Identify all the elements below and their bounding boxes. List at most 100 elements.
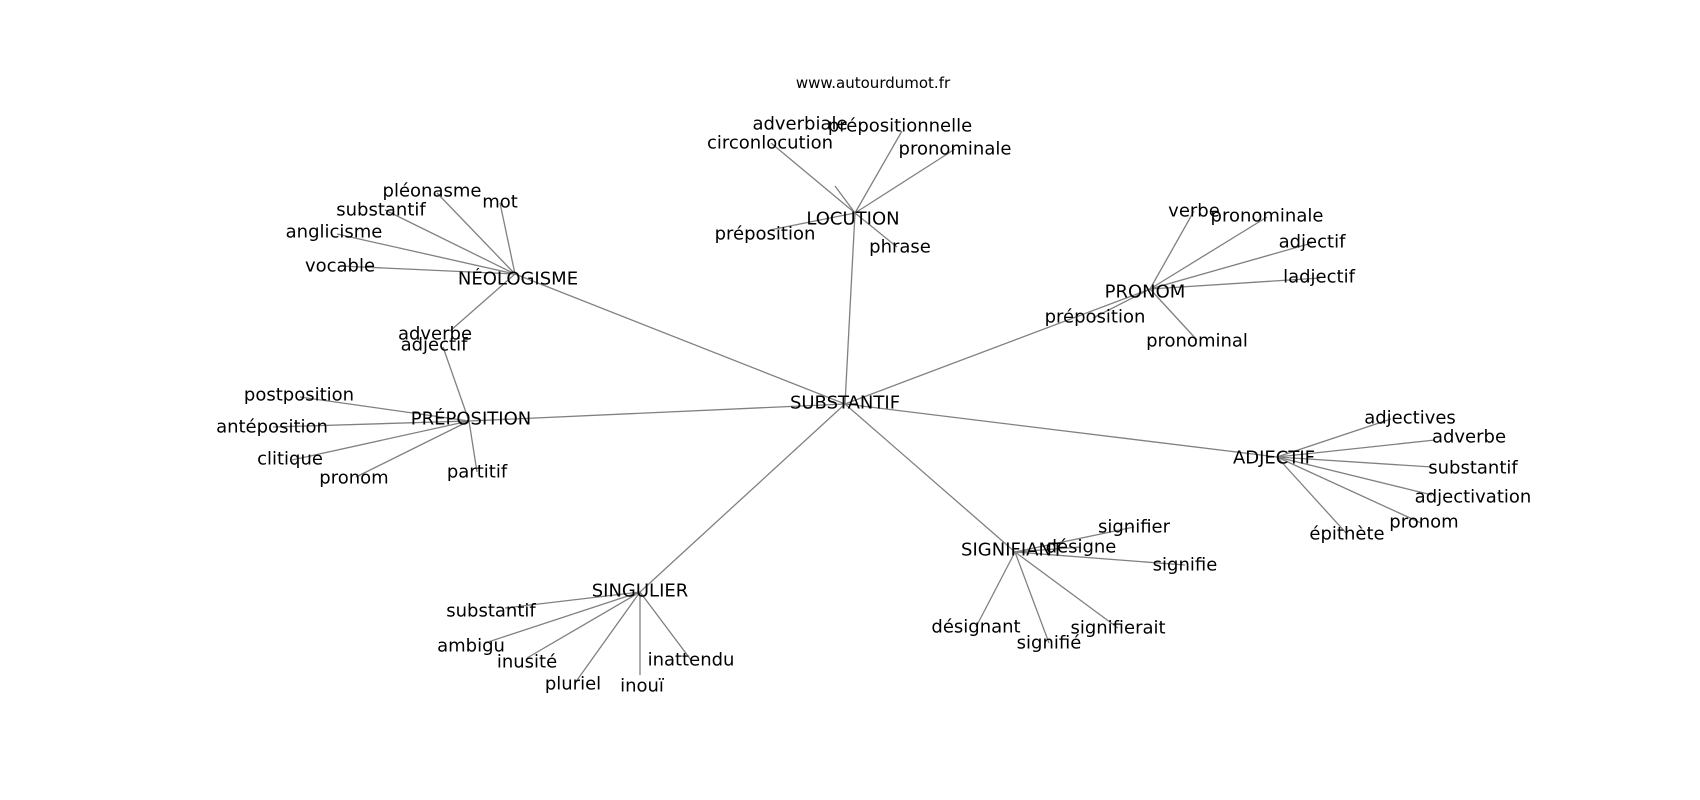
- edge-hub6-leaf0: [504, 591, 641, 609]
- leaf-node: adverbe: [398, 324, 472, 345]
- leaf-node: adverbiale: [752, 114, 847, 135]
- leaf-node: adjectif: [1279, 232, 1346, 253]
- leaf-node: épithète: [1309, 524, 1384, 545]
- edge-hub2-leaf0: [1149, 210, 1195, 290]
- edge-hub6-leaf1: [484, 591, 641, 644]
- leaf-node: signifié: [1017, 633, 1082, 654]
- edge-hub1-leaf5: [449, 273, 516, 332]
- edge-hub6-leaf2: [526, 591, 641, 659]
- leaf-node: préposition: [715, 224, 816, 245]
- edge-hub5-leaf4: [1014, 551, 1050, 644]
- leaf-node: mot: [482, 192, 518, 213]
- graph-nodes: SUBSTANTIF adverbialeprépositionnellecirc…: [216, 114, 1531, 697]
- hub-node: NÉOLOGISME: [458, 268, 578, 290]
- leaf-node: ambigu: [437, 636, 505, 657]
- edge-hub4-leaf2: [1276, 456, 1433, 468]
- edge-hub4-leaf3: [1276, 456, 1433, 496]
- hub-node: ADJECTIF: [1233, 448, 1315, 469]
- hub-node: PRONOM: [1105, 282, 1186, 303]
- leaf-node: circonlocution: [707, 133, 833, 154]
- edge-hub3-leaf3: [291, 420, 470, 461]
- edge-hub0-leaf0: [834, 185, 856, 214]
- edge-hub0-leaf5: [854, 212, 898, 248]
- source-url: www.autourdumot.fr: [796, 74, 951, 92]
- hub-node: SIGNIFIANT: [961, 540, 1064, 561]
- edge-hub6-leaf3: [574, 591, 641, 684]
- edge-hub2-leaf4: [1092, 288, 1151, 319]
- leaf-node: pronominale: [899, 139, 1012, 160]
- leaf-node: adjectivation: [1415, 487, 1532, 508]
- edge-hub5-leaf2: [1014, 551, 1186, 566]
- leaf-node: anglicisme: [286, 222, 383, 243]
- leaf-node: désignant: [931, 617, 1020, 638]
- leaf-node: substantif: [446, 601, 536, 622]
- edge-hub2-leaf1: [1149, 216, 1268, 290]
- edge-center-2: [844, 288, 1151, 405]
- edge-hub5-leaf0: [1014, 526, 1135, 553]
- edge-hub2-leaf5: [1149, 288, 1198, 341]
- hub-node: LOCUTION: [806, 209, 899, 230]
- edge-hub1-leaf0: [436, 192, 516, 275]
- edge-hub0-leaf3: [854, 148, 956, 214]
- leaf-node: désigne: [1046, 537, 1117, 558]
- leaf-node: préposition: [1045, 307, 1146, 328]
- edge-center-1: [514, 273, 846, 405]
- edge-hub3-leaf1: [299, 396, 470, 422]
- leaf-node: inattendu: [648, 650, 735, 671]
- edge-hub2-leaf3: [1149, 277, 1321, 290]
- leaf-node: verbe: [1168, 201, 1220, 222]
- edge-hub5-leaf3: [975, 551, 1016, 628]
- edge-center-4: [844, 403, 1278, 458]
- edge-hub2-leaf2: [1149, 242, 1313, 290]
- edge-hub5-leaf1: [1014, 546, 1082, 553]
- edge-hub3-leaf0: [442, 346, 470, 422]
- edge-center-0: [844, 212, 856, 405]
- leaf-node: signifierait: [1070, 618, 1165, 639]
- edge-hub5-leaf5: [1014, 551, 1119, 629]
- center-node: SUBSTANTIF: [790, 393, 900, 414]
- edge-center-3: [468, 403, 846, 422]
- edge-hub3-leaf4: [355, 420, 470, 478]
- leaf-node: partitif: [447, 462, 508, 483]
- hub-node: SINGULIER: [592, 581, 689, 602]
- leaf-node: adjectives: [1364, 408, 1456, 429]
- leaf-node: pluriel: [545, 674, 601, 695]
- edge-hub4-leaf0: [1276, 418, 1392, 458]
- edge-center-6: [639, 403, 846, 593]
- edge-hub1-leaf2: [384, 209, 516, 275]
- edge-hub3-leaf5: [468, 420, 478, 473]
- leaf-node: antéposition: [216, 417, 328, 438]
- edge-hub0-leaf4: [769, 212, 856, 231]
- leaf-node: adjectif: [401, 335, 468, 356]
- leaf-node: pléonasme: [383, 181, 482, 202]
- edge-hub1-leaf3: [336, 233, 516, 275]
- leaf-node: pronom: [1389, 512, 1458, 533]
- leaf-node: clitique: [257, 449, 323, 470]
- edge-hub4-leaf5: [1276, 456, 1348, 535]
- leaf-node: vocable: [305, 256, 375, 277]
- leaf-node: inusité: [497, 652, 557, 673]
- edge-hub6-leaf5: [639, 591, 692, 661]
- leaf-node: prépositionnelle: [828, 116, 972, 137]
- edge-hub1-leaf4: [339, 265, 516, 275]
- leaf-node: pronominal: [1146, 331, 1248, 352]
- edge-hub4-leaf4: [1276, 456, 1422, 524]
- leaf-node: phrase: [869, 237, 931, 258]
- hub-node: PRÉPOSITION: [411, 408, 531, 430]
- leaf-node: postposition: [244, 385, 354, 406]
- leaf-node: inouï: [620, 676, 665, 697]
- leaf-node: pronom: [319, 468, 388, 489]
- edge-center-5: [844, 403, 1016, 553]
- leaf-node: pronominale: [1211, 206, 1324, 227]
- edge-hub0-leaf2: [770, 142, 856, 214]
- edge-hub0-leaf1: [854, 130, 903, 214]
- leaf-node: adverbe: [1432, 427, 1506, 448]
- edge-hub3-leaf2: [272, 420, 470, 428]
- edge-hub1-leaf1: [499, 202, 516, 275]
- leaf-node: substantif: [336, 200, 426, 221]
- graph-edges: [272, 130, 1436, 684]
- leaf-node: ladjectif: [1283, 267, 1355, 288]
- edge-hub4-leaf1: [1276, 439, 1436, 458]
- leaf-node: signifier: [1098, 517, 1171, 538]
